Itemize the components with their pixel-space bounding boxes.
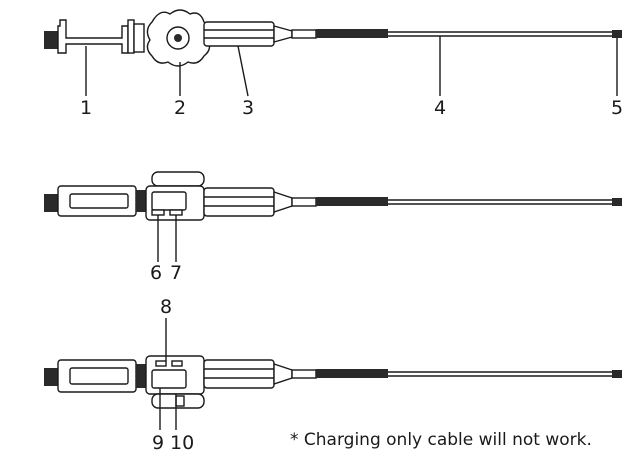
control-knob [146, 9, 211, 67]
callout-1: 1 [80, 97, 93, 119]
port-6 [151, 209, 165, 216]
phone-clamp [57, 19, 145, 54]
callout-3: 3 [242, 97, 255, 119]
handle-grip [203, 21, 293, 47]
callout-7: 7 [170, 262, 183, 284]
port-7 [169, 209, 183, 216]
callout-4: 4 [434, 97, 447, 119]
charging-note: * Charging only cable will not work. [290, 430, 592, 450]
knob-top [151, 171, 205, 187]
flex-section [291, 29, 388, 39]
camera-tip [612, 30, 622, 38]
callout-6: 6 [150, 262, 163, 284]
view-bottom [44, 318, 622, 430]
callout-8: 8 [160, 296, 173, 318]
view-top [44, 9, 622, 97]
button-8 [155, 360, 167, 367]
callout-5: 5 [611, 97, 624, 119]
callout-10: 10 [170, 432, 195, 454]
connector-nub [44, 31, 58, 49]
view-middle [44, 171, 622, 262]
callout-2: 2 [174, 97, 187, 119]
display-window [151, 191, 187, 211]
callout-9: 9 [152, 432, 165, 454]
